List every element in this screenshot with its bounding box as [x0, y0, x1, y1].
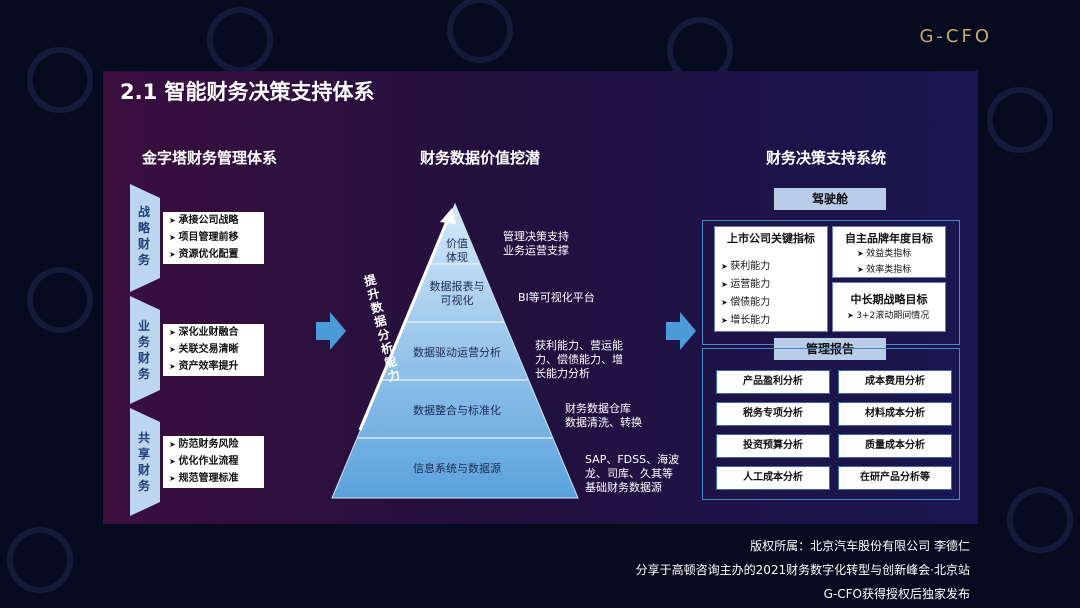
footer-copyright: 版权所属：北京汽车股份有限公司 李德仁 — [750, 539, 970, 553]
list-item: 关联交易清晰 — [163, 341, 264, 358]
list-item: 增长能力 — [715, 312, 827, 330]
list-item: 深化业财融合 — [163, 324, 264, 341]
rising-arrow-line — [358, 213, 452, 431]
shared-items: 防范财务风险 优化作业流程 规范管理标准 — [163, 436, 264, 488]
brand-logo: G-CFO — [919, 26, 992, 47]
list-item: 资源优化配置 — [163, 246, 264, 263]
cockpit-title: 驾驶舱 — [774, 188, 886, 210]
report-item: 材料成本分析 — [838, 402, 952, 426]
chevron-label-strategic: 战略财务 — [137, 205, 150, 267]
chevron-shared — [130, 408, 160, 516]
list-item: 获利能力 — [715, 258, 827, 276]
business-items: 深化业财融合 关联交易清晰 资产效率提升 — [163, 324, 264, 376]
chevron-business — [130, 296, 160, 404]
list-item: 优化作业流程 — [163, 453, 264, 470]
report-item: 人工成本分析 — [716, 466, 830, 490]
pyramid-note-5: SAP、FDSS、海波 龙、司库、久其等 基础财务数据源 — [585, 453, 680, 494]
strategic-items: 承接公司战略 项目管理前移 资源优化配置 — [163, 212, 264, 264]
rising-arrow-head — [440, 208, 456, 224]
section-heading-right: 财务决策支持系统 — [766, 149, 887, 167]
list-item: 运营能力 — [715, 276, 827, 294]
value-pyramid — [331, 202, 579, 499]
pyramid-note-3: 获利能力、营运能 力、偿债能力、增 长能力分析 — [535, 339, 623, 380]
mid-long-goal-box: 中长期战略目标 3+2滚动期间情况 — [832, 282, 946, 332]
pyramid-level-5: 信息系统与数据源 — [413, 462, 501, 475]
footer-publish: G-CFO获得授权后独家发布 — [823, 587, 970, 601]
list-item: 项目管理前移 — [163, 229, 264, 246]
pyramid-level-3: 数据驱动运营分析 — [413, 346, 501, 359]
arrow-right-icon — [666, 312, 696, 350]
list-item: 防范财务风险 — [163, 436, 264, 453]
pyramid-note-1: 管理决策支持 业务运营支撑 — [503, 230, 569, 257]
list-item: 承接公司战略 — [163, 212, 264, 229]
report-item: 投资预算分析 — [716, 434, 830, 458]
brand-goal-title: 自主品牌年度目标 — [845, 232, 933, 245]
list-item: 偿债能力 — [715, 294, 827, 312]
report-item: 在研产品分析等 — [838, 466, 952, 490]
report-item: 成本费用分析 — [838, 370, 952, 394]
mid-long-title: 中长期战略目标 — [850, 293, 928, 306]
chevron-strategic — [130, 184, 160, 292]
report-title: 管理报告 — [774, 338, 886, 360]
report-frame — [702, 348, 960, 500]
pyramid-note-2: BI等可视化平台 — [518, 291, 595, 304]
report-item: 质量成本分析 — [838, 434, 952, 458]
list-item: 规范管理标准 — [163, 470, 264, 487]
pyramid-level-4: 数据整合与标准化 — [413, 404, 501, 417]
listed-kpi-box: 上市公司关键指标 获利能力 运营能力 偿债能力 增长能力 — [714, 226, 828, 332]
pyramid-level-1: 价值 体现 — [446, 237, 468, 264]
section-heading-left: 金字塔财务管理体系 — [142, 149, 278, 167]
arrow-right-icon — [316, 312, 346, 350]
list-item: 资产效率提升 — [163, 358, 264, 375]
chevron-label-business: 业务财务 — [137, 319, 150, 381]
chevron-label-shared: 共享财务 — [137, 431, 150, 493]
pyramid-note-4: 财务数据仓库 数据清洗、转换 — [565, 402, 642, 429]
report-item: 产品盈利分析 — [716, 370, 830, 394]
list-item: 3+2滚动期间情况 — [833, 307, 945, 325]
list-item: 效益类指标 — [833, 246, 945, 262]
report-item: 税务专项分析 — [716, 402, 830, 426]
pyramid-level-2: 数据报表与 可视化 — [429, 280, 485, 307]
page-title: 2.1 智能财务决策支持体系 — [120, 80, 375, 104]
listed-kpi-title: 上市公司关键指标 — [727, 232, 815, 245]
footer-source: 分享于高顿咨询主办的2021财务数字化转型与创新峰会·北京站 — [635, 563, 970, 577]
brand-goal-box: 自主品牌年度目标 效益类指标 效率类指标 — [832, 226, 946, 278]
section-heading-middle: 财务数据价值挖潜 — [420, 149, 541, 167]
list-item: 效率类指标 — [833, 262, 945, 278]
